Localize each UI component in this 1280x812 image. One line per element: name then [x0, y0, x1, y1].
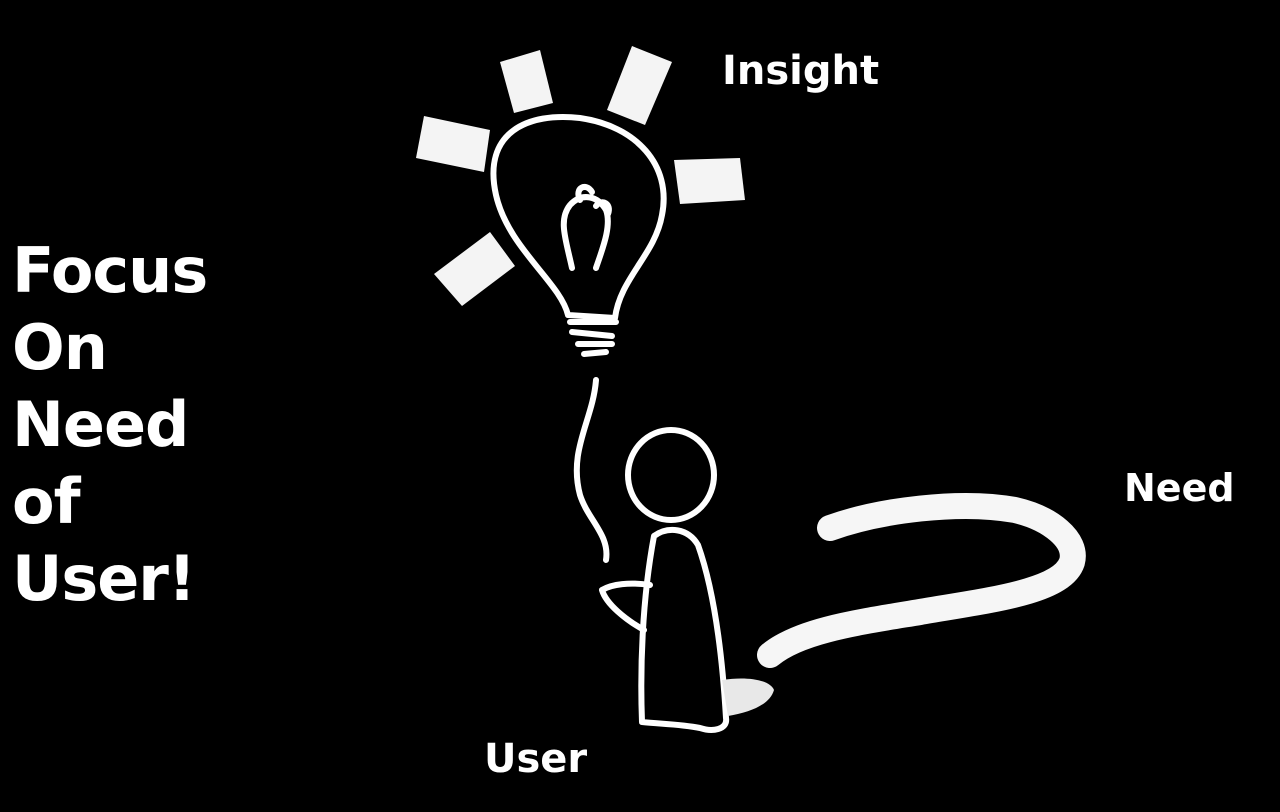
- headline-line-1: Focus: [12, 234, 208, 307]
- lightbulb-icon: [490, 114, 667, 357]
- user-label: User: [484, 736, 588, 782]
- person-shadow: [722, 678, 774, 716]
- light-rays-icon: [416, 46, 745, 306]
- light-ray-right: [674, 158, 745, 204]
- light-ray-top-left: [500, 50, 553, 113]
- person-icon: [599, 427, 774, 733]
- bulb-string: [573, 377, 610, 563]
- headline-line-2: On: [12, 311, 108, 384]
- person-body: [638, 526, 730, 733]
- insight-label: Insight: [722, 48, 880, 94]
- headline-line-4: of: [12, 465, 81, 538]
- person-head: [625, 427, 717, 523]
- headline: Focus On Need of User!: [12, 232, 242, 617]
- light-ray-lower-left: [434, 232, 515, 306]
- person-arm: [599, 580, 653, 633]
- headline-line-5: User!: [12, 542, 196, 615]
- headline-line-3: Need: [12, 388, 189, 461]
- light-ray-left: [416, 116, 490, 172]
- light-ray-top-right: [607, 46, 672, 125]
- question-mark-path-icon: [757, 493, 1086, 668]
- need-label: Need: [1124, 466, 1235, 510]
